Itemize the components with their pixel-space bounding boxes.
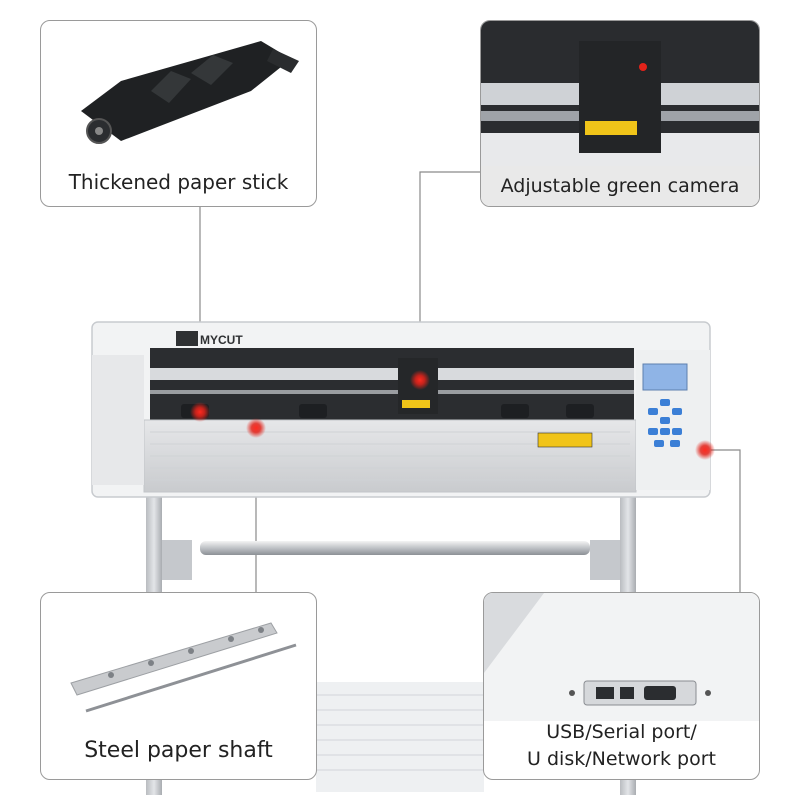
warning-label (537, 432, 593, 448)
lcd-screen (642, 363, 688, 391)
caption-ports-line2: U disk/Network port (527, 748, 716, 770)
callout-camera: Adjustable green camera (480, 20, 760, 207)
brand-logo-text: MYCUT (200, 333, 243, 347)
control-buttons (648, 399, 682, 447)
paper-stick-photo (81, 41, 299, 144)
hotspots (190, 370, 715, 460)
camera-photo (481, 21, 759, 168)
paper-shaft-photo (70, 622, 297, 713)
cutting-channel (150, 348, 634, 423)
hotspot-camera (410, 370, 430, 390)
hotspot-paper-stick (190, 402, 210, 422)
right-bracket (590, 540, 620, 580)
hotspot-paper-shaft (246, 418, 266, 438)
caption-paper-shaft: Steel paper shaft (84, 738, 273, 763)
paper-roll-rod (200, 541, 590, 555)
leader-camera (419, 171, 480, 380)
caption-camera: Adjustable green camera (481, 166, 759, 206)
caption-paper-stick: Thickened paper stick (68, 170, 289, 194)
plotter-body: MYCUT (91, 321, 711, 498)
ports-photo (484, 593, 759, 721)
caption-ports-line1: USB/Serial port/ (546, 721, 697, 743)
callout-paper-stick: Thickened paper stick (40, 20, 317, 207)
callout-ports: USB/Serial port/ U disk/Network port (483, 592, 760, 780)
hotspot-ports (695, 440, 715, 460)
leader-ports (705, 449, 741, 592)
guide-rail (150, 368, 634, 380)
callout-paper-shaft: Steel paper shaft (40, 592, 317, 780)
left-bracket (162, 540, 192, 580)
caption-ports: USB/Serial port/ U disk/Network port (484, 719, 759, 779)
stand-panel (316, 682, 484, 792)
